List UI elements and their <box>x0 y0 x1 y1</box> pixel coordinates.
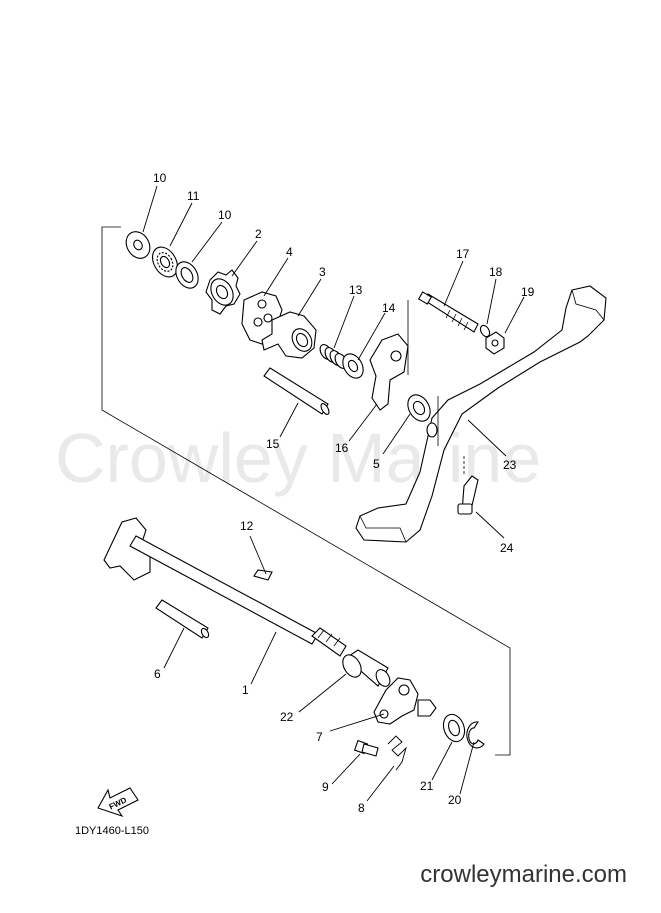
leader-lines <box>142 185 525 802</box>
label-part-1: 1 <box>242 683 249 697</box>
label-part-15: 15 <box>266 437 280 451</box>
washer-21 <box>442 713 466 743</box>
label-part-23: 23 <box>503 458 517 472</box>
bolt-17 <box>417 291 479 333</box>
collar-22 <box>342 649 391 687</box>
site-url[interactable]: crowleymarine.com <box>420 861 627 888</box>
watermark-text: Crowley Marine <box>55 419 541 497</box>
bearing-11 <box>152 246 178 278</box>
pin-6 <box>155 599 210 639</box>
label-part-13: 13 <box>349 283 363 297</box>
label-part-22: 22 <box>280 710 294 724</box>
label-part-3: 3 <box>319 265 326 279</box>
label-part-10: 10 <box>153 171 167 185</box>
nut-19 <box>485 331 505 355</box>
lever-7 <box>373 677 437 725</box>
part-labels: 10 11 10 2 4 3 13 14 17 18 19 15 16 5 23… <box>153 171 535 815</box>
label-part-9: 9 <box>322 780 329 794</box>
label-part-24: 24 <box>500 541 514 555</box>
holder-3 <box>261 311 317 359</box>
label-part-18: 18 <box>489 265 503 279</box>
washer-10-second <box>175 261 199 289</box>
fwd-arrow-icon: FWD <box>97 787 139 818</box>
washer-10-top <box>125 231 151 259</box>
pin-15 <box>263 367 330 415</box>
label-part-19: 19 <box>521 285 535 299</box>
label-part-17: 17 <box>456 247 470 261</box>
bolt-24 <box>457 456 479 515</box>
label-part-7: 7 <box>316 730 323 744</box>
label-part-12: 12 <box>240 519 254 533</box>
circlip-20 <box>466 721 485 749</box>
label-part-4: 4 <box>286 245 293 259</box>
label-part-14: 14 <box>382 301 396 315</box>
washer-5 <box>407 394 431 422</box>
bolt-9 <box>353 739 379 757</box>
label-part-11: 11 <box>187 189 200 203</box>
label-part-6: 6 <box>154 667 161 681</box>
pedal-23 <box>355 285 607 543</box>
shaft-1 <box>103 517 347 657</box>
assembly-frame <box>101 226 511 756</box>
arm-16 <box>369 333 409 411</box>
label-part-8: 8 <box>358 801 365 815</box>
diagram-code: 1DY1460-L150 <box>75 825 149 837</box>
label-part-21: 21 <box>420 779 434 793</box>
label-part-16: 16 <box>335 441 349 455</box>
gear-2 <box>205 269 241 315</box>
label-part-20: 20 <box>448 793 462 807</box>
spring-8 <box>387 735 407 771</box>
label-part-2: 2 <box>255 227 262 241</box>
pin-12 <box>253 569 273 581</box>
label-part-10: 10 <box>218 208 232 222</box>
label-part-5: 5 <box>373 457 380 471</box>
